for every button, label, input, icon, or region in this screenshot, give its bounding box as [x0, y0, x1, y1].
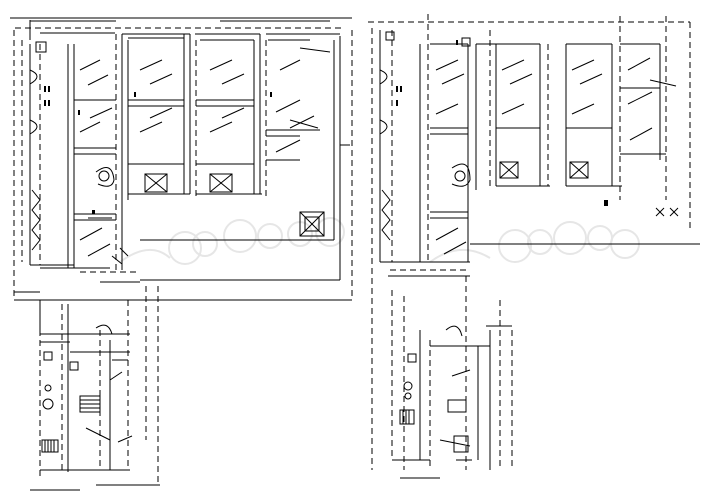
right-plan-ticks [396, 40, 608, 206]
right-floor-plan [368, 14, 700, 479]
left-plan-ticks [44, 86, 272, 214]
right-lower-wing [391, 276, 513, 479]
right-plan-fixtures [379, 31, 679, 241]
left-lower-wing [30, 286, 160, 491]
watermark-right [429, 221, 640, 263]
watermark [119, 217, 640, 265]
left-floor-plan [10, 17, 353, 491]
right-plan-hatches [435, 57, 677, 255]
left-plan-hatches [79, 47, 331, 257]
left-plan-fixtures [29, 41, 325, 265]
